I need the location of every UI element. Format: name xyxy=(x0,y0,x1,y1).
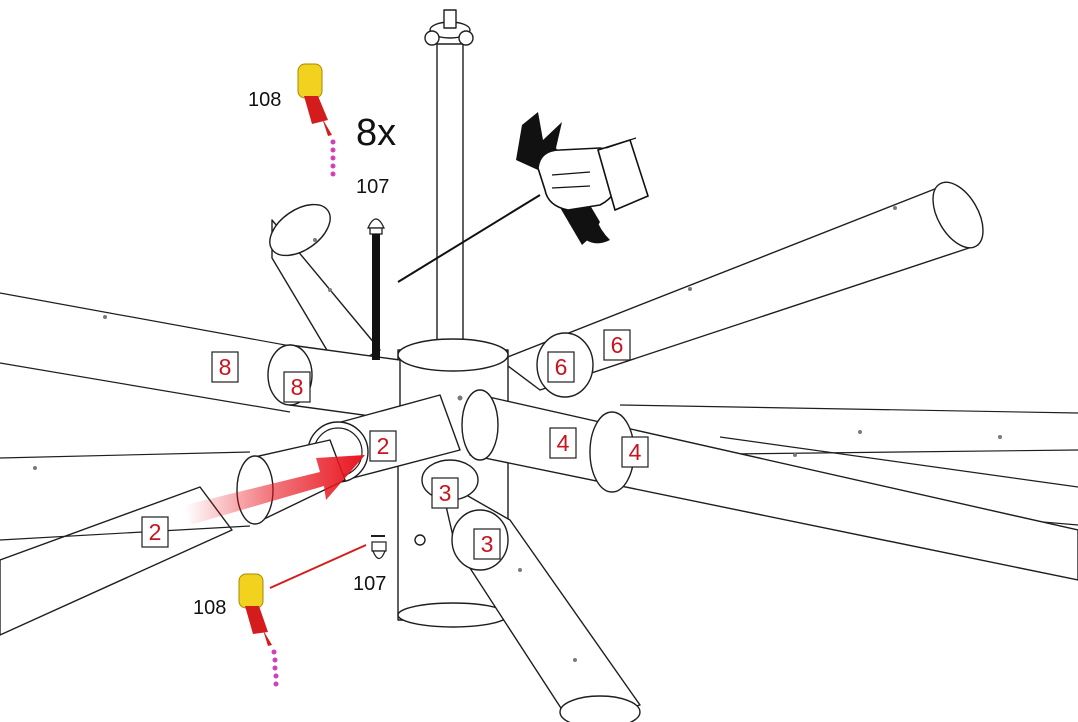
part-number-107-bottom: 107 xyxy=(353,573,386,595)
pipe-label-2-outer: 2 xyxy=(141,516,169,548)
glue-bottle-icon xyxy=(238,573,279,687)
center-pole xyxy=(424,9,474,361)
wrench-in-hand-icon xyxy=(516,112,649,245)
pipe-label-4-outer: 4 xyxy=(621,436,649,468)
pipe-label-6-joint: 6 xyxy=(547,351,575,383)
pipe-label-text: 4 xyxy=(557,430,570,456)
tube-right-4 xyxy=(469,394,1078,581)
pipe-label-text: 2 xyxy=(377,433,390,459)
tube-upper-left-long xyxy=(0,292,341,413)
glue-bottle-icon xyxy=(297,63,336,177)
pipe-label-text: 6 xyxy=(611,332,624,358)
pipe-label-text: 2 xyxy=(149,519,162,545)
nut-bottom xyxy=(371,535,387,560)
part-number-108-top: 108 xyxy=(248,89,281,111)
pipe-label-8-left: 8 xyxy=(211,351,239,383)
bolt-top xyxy=(366,218,386,360)
tube-upper-left-short xyxy=(269,203,381,373)
pipe-label-text: 6 xyxy=(555,354,568,380)
pipe-label-6-outer: 6 xyxy=(603,329,631,361)
pipe-label-text: 8 xyxy=(291,374,304,400)
quantity-multiplier: 8x xyxy=(356,112,396,154)
part-number-108-bottom: 108 xyxy=(193,597,226,619)
glue-leader-line xyxy=(269,544,367,589)
pipe-label-4-joint: 4 xyxy=(549,427,577,459)
tube-right-4-cap xyxy=(461,389,499,461)
pipe-label-text: 3 xyxy=(439,480,452,506)
pipe-label-2-joint: 2 xyxy=(369,430,397,462)
part-number-107-top: 107 xyxy=(356,176,389,198)
tube-left-2 xyxy=(0,439,346,636)
pipe-label-3-outer: 3 xyxy=(473,528,501,560)
insert-arrow xyxy=(185,455,365,525)
pipe-label-8-joint: 8 xyxy=(283,371,311,403)
pipe-label-text: 3 xyxy=(481,531,494,557)
pipe-label-text: 8 xyxy=(219,354,232,380)
pipe-label-text: 4 xyxy=(629,439,642,465)
pipe-label-3-joint: 3 xyxy=(431,477,459,509)
tool-leader-line xyxy=(397,194,541,283)
